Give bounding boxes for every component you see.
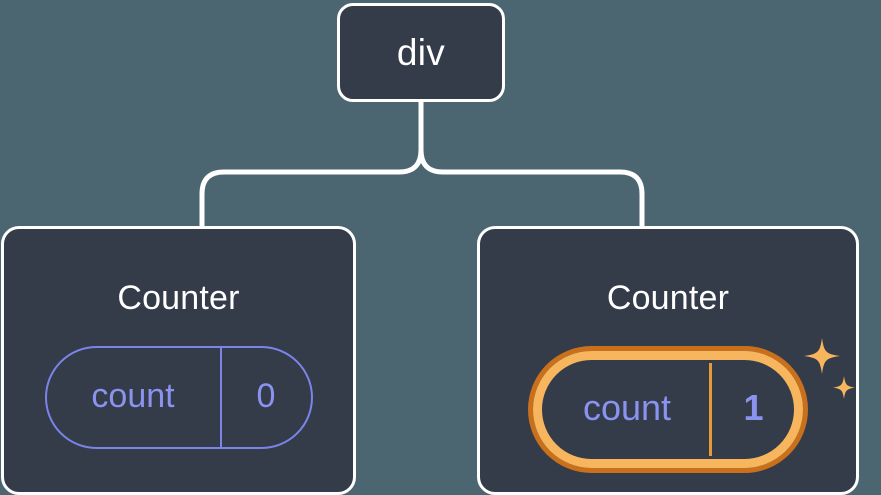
counter-right-state-value: 1	[709, 363, 803, 456]
tree-node-div-label: div	[396, 32, 446, 73]
counter-left-state-pill[interactable]: count 0	[44, 346, 313, 449]
tree-node-div[interactable]: div	[337, 3, 505, 102]
counter-left-state-wrap: count 0	[44, 346, 313, 449]
sparkle-small-icon	[833, 376, 855, 399]
counter-right-state-pill[interactable]: count 1	[528, 346, 808, 473]
tree-node-counter-left[interactable]: Counter count 0	[1, 226, 356, 495]
counter-right-title: Counter	[606, 279, 730, 317]
sparkles-group	[804, 338, 855, 399]
tree-node-counter-right[interactable]: Counter count 1	[477, 226, 859, 495]
sparkle-large-icon	[804, 338, 840, 374]
counter-right-state-wrap: count 1	[528, 338, 855, 473]
counter-left-state-key: count	[91, 376, 175, 415]
counter-right-state-key: count	[582, 387, 672, 428]
counter-left-state-value: 0	[219, 348, 311, 447]
counter-left-title: Counter	[117, 279, 240, 317]
